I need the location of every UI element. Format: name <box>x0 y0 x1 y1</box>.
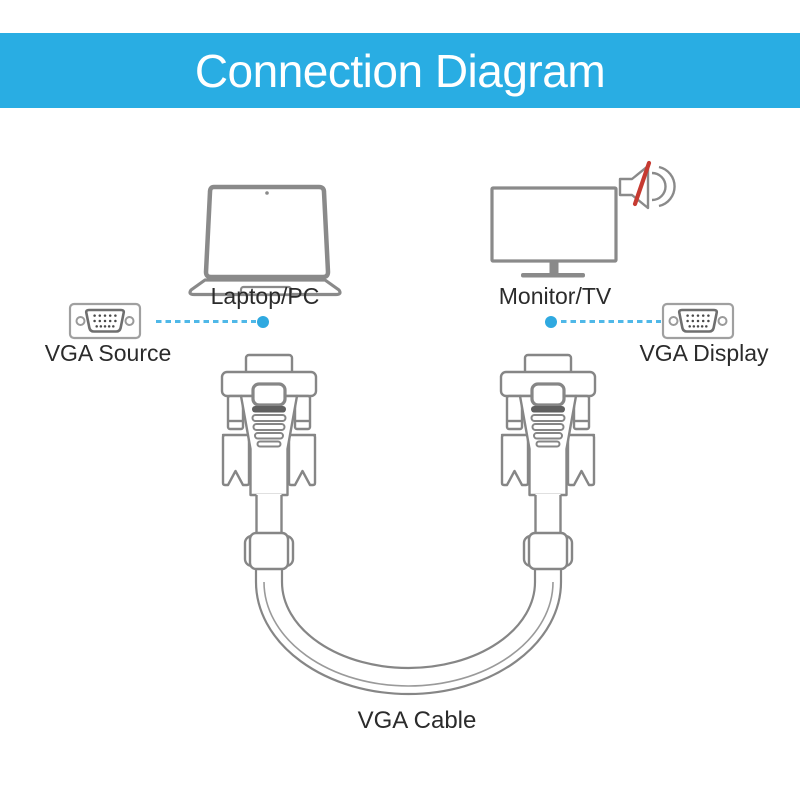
laptop-icon <box>188 184 342 297</box>
mute-cross-line <box>632 160 652 207</box>
header-banner: Connection Diagram <box>0 33 800 108</box>
vga-source-label: VGA Source <box>44 340 172 366</box>
cable-loop <box>254 565 563 696</box>
cable-connector-right <box>501 355 595 569</box>
connection-line-right <box>561 320 661 323</box>
monitor-label: Monitor/TV <box>498 283 612 309</box>
page-title: Connection Diagram <box>194 44 606 97</box>
vga-display-port-icon <box>661 302 735 340</box>
connection-dot-left <box>257 316 269 328</box>
vga-display-label: VGA Display <box>639 340 769 366</box>
vga-cable-illustration <box>195 350 625 696</box>
muted-speaker-icon <box>618 160 676 210</box>
laptop-label: Laptop/PC <box>210 283 320 309</box>
vga-cable-label: VGA Cable <box>357 707 477 734</box>
monitor-icon <box>490 160 676 278</box>
vga-source-port-icon <box>68 302 142 340</box>
cable-connector-left <box>222 355 316 569</box>
connection-line-left <box>156 320 256 323</box>
connection-dot-right <box>545 316 557 328</box>
